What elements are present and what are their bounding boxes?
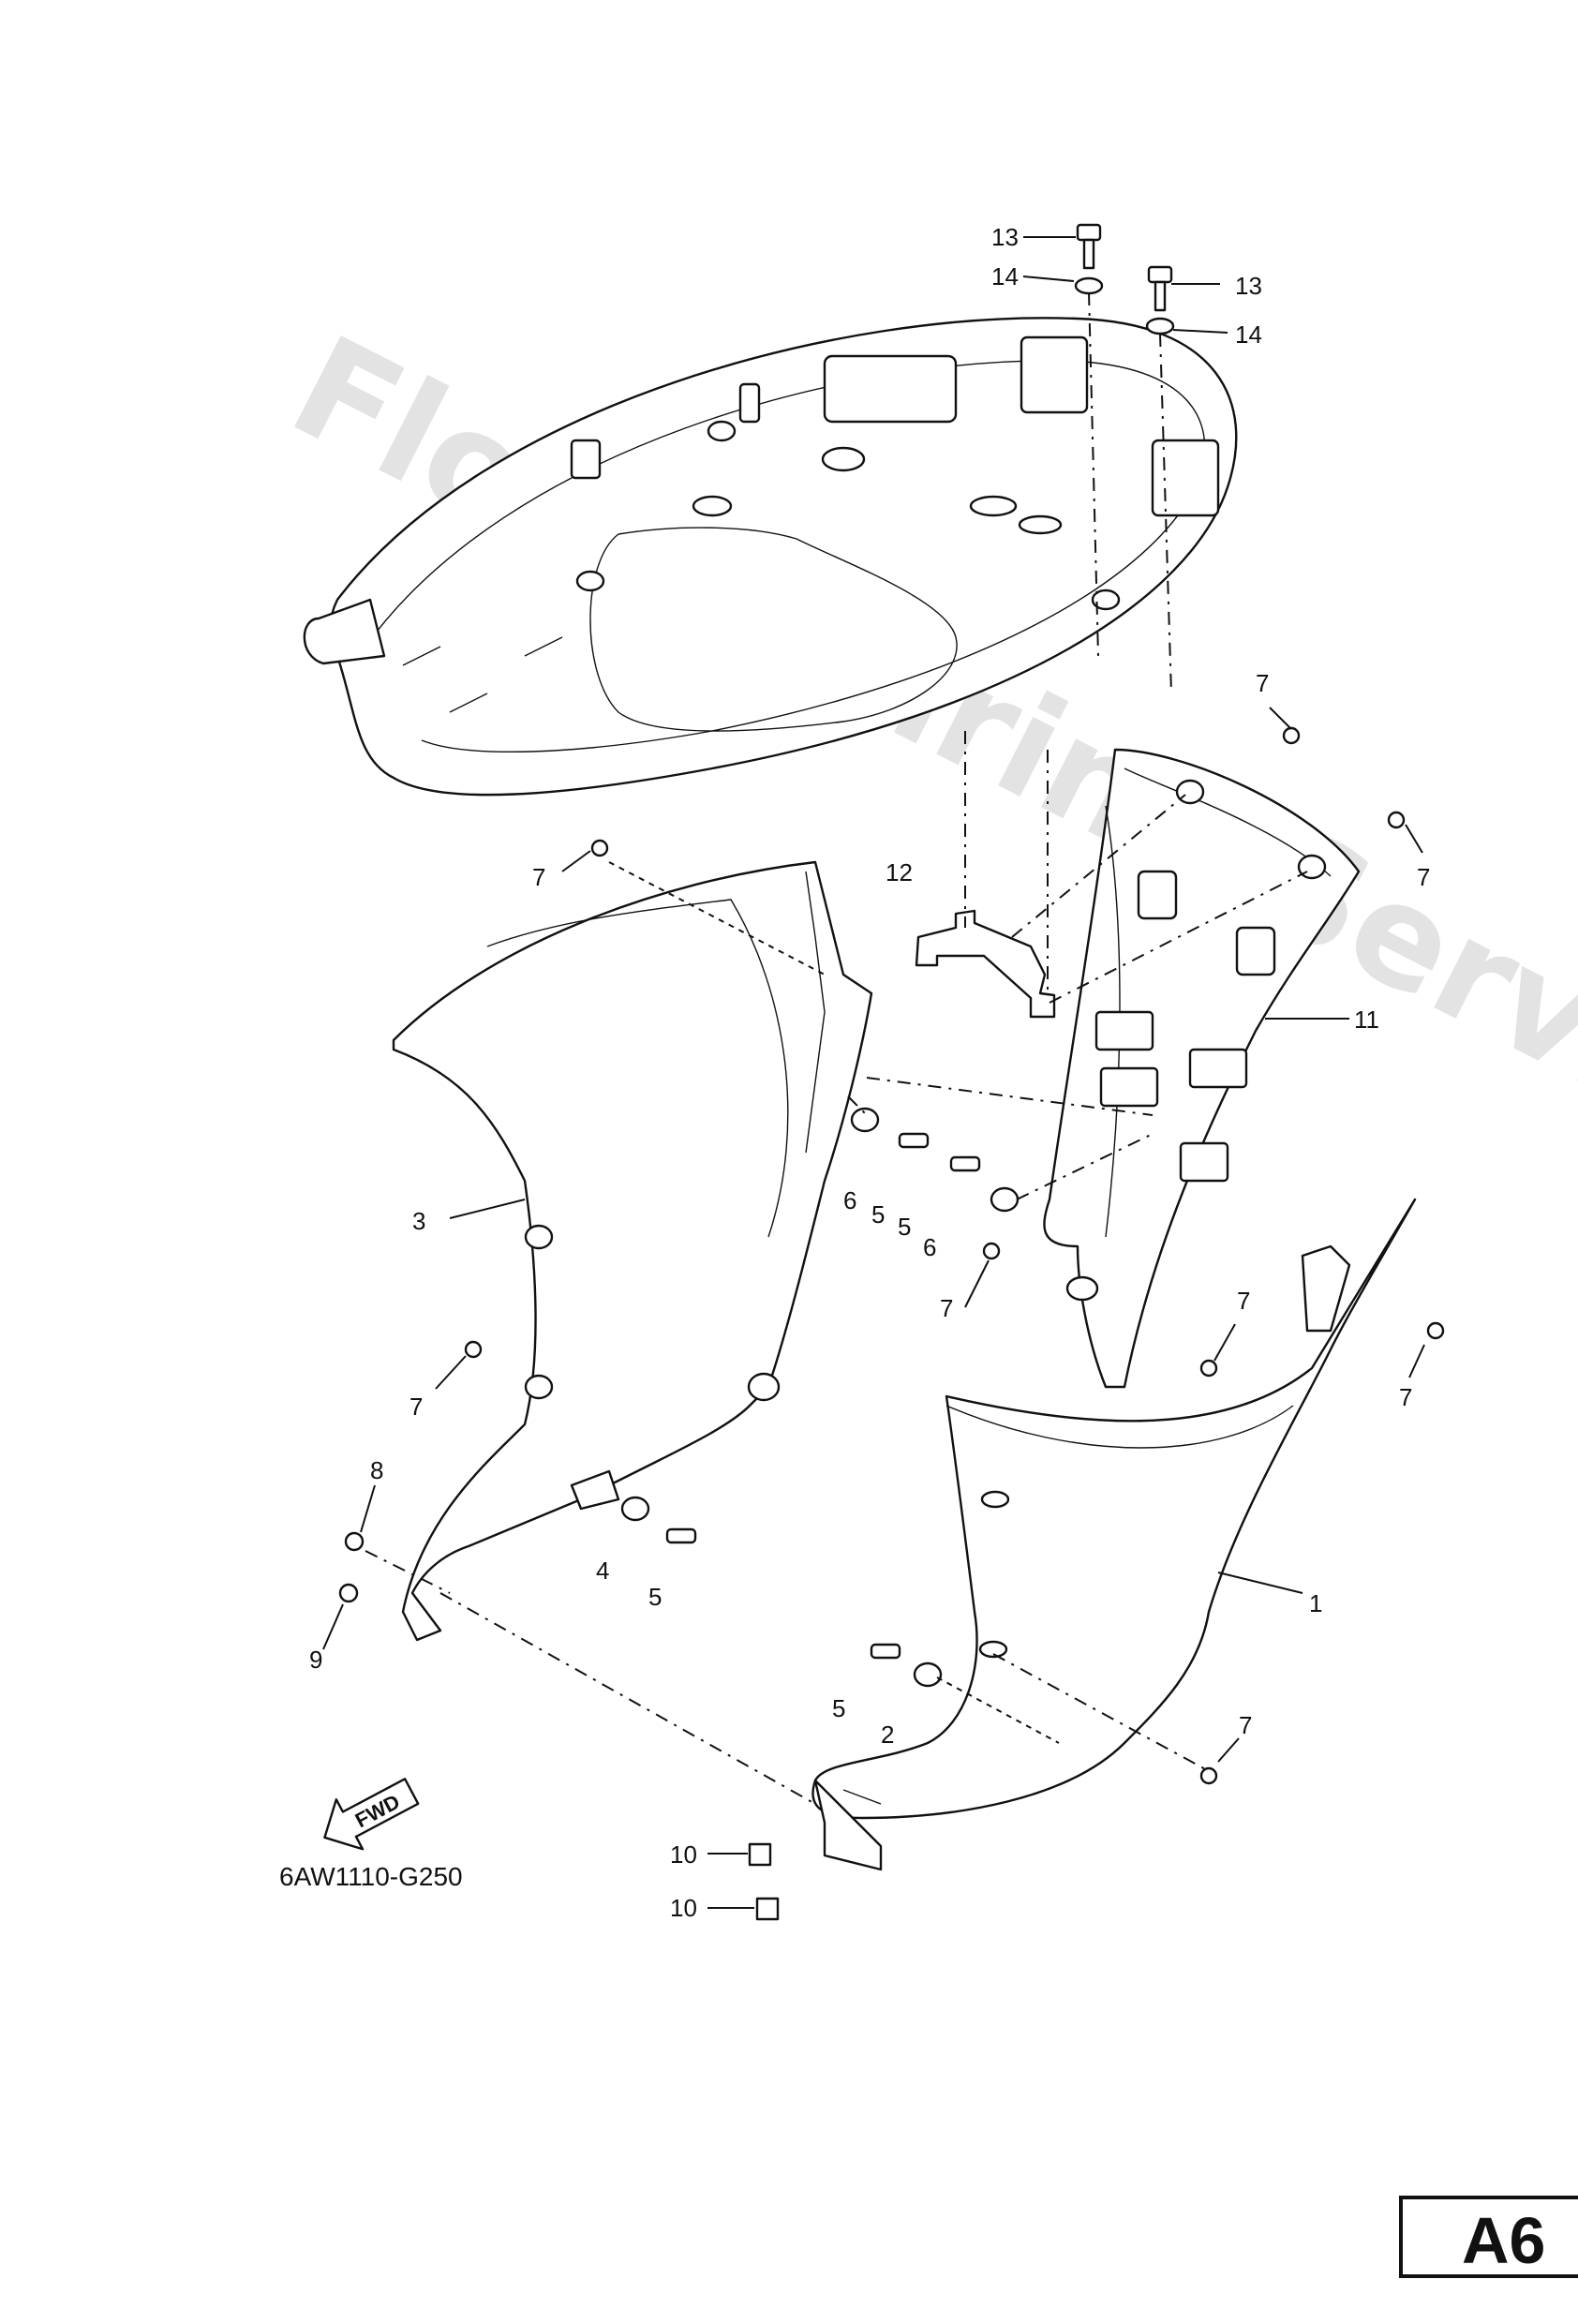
- callout-4: 4: [596, 1557, 609, 1585]
- callout-7c: 7: [532, 863, 545, 891]
- reference-lines: [365, 291, 1308, 1805]
- callout-14b: 14: [1235, 320, 1262, 349]
- callout-7b: 7: [1417, 863, 1430, 891]
- callout-labels: 13 14 13 14 7 7 12 7 11 3 6 5 5 6 7 7 7 …: [309, 223, 1430, 1922]
- callout-7g: 7: [409, 1393, 423, 1421]
- callout-11: 11: [1354, 1006, 1379, 1034]
- callout-10a: 10: [670, 1840, 697, 1869]
- hardware-group: [338, 223, 1445, 1921]
- callout-6a: 6: [843, 1186, 856, 1214]
- callout-13b: 13: [1235, 272, 1262, 300]
- diagram-code: 6AW1110-G250: [279, 1862, 463, 1891]
- bracket-part-12: [915, 909, 1056, 1019]
- page-id-text: A6: [1462, 2204, 1545, 2277]
- callout-3: 3: [412, 1207, 425, 1235]
- callout-13a: 13: [991, 223, 1019, 251]
- callout-7h: 7: [1239, 1711, 1252, 1739]
- callout-5a: 5: [871, 1200, 885, 1229]
- callout-6b: 6: [923, 1233, 936, 1261]
- callout-7d: 7: [940, 1294, 953, 1322]
- callout-9: 9: [309, 1646, 322, 1674]
- callout-5c: 5: [648, 1583, 662, 1611]
- callout-7a: 7: [1256, 669, 1269, 697]
- callout-7e: 7: [1237, 1287, 1250, 1315]
- callout-7f: 7: [1399, 1383, 1412, 1411]
- callout-14a: 14: [991, 262, 1019, 290]
- callout-2: 2: [881, 1721, 894, 1749]
- callout-10b: 10: [670, 1894, 697, 1922]
- side-cover-part-11: [1043, 748, 1361, 1389]
- fwd-arrow-icon: FWD: [323, 1778, 420, 1851]
- callout-1: 1: [1309, 1589, 1322, 1617]
- callout-5d: 5: [832, 1694, 845, 1722]
- lower-cover-part-1: [811, 1198, 1417, 1871]
- leader-lines: [322, 236, 1425, 1909]
- callout-8: 8: [370, 1456, 383, 1484]
- side-cover-part-3: [392, 860, 873, 1642]
- callout-12: 12: [886, 858, 913, 886]
- bottom-cowling-tray: [303, 317, 1238, 797]
- page-id-box: A6: [1399, 2196, 1578, 2278]
- callout-5b: 5: [898, 1213, 911, 1241]
